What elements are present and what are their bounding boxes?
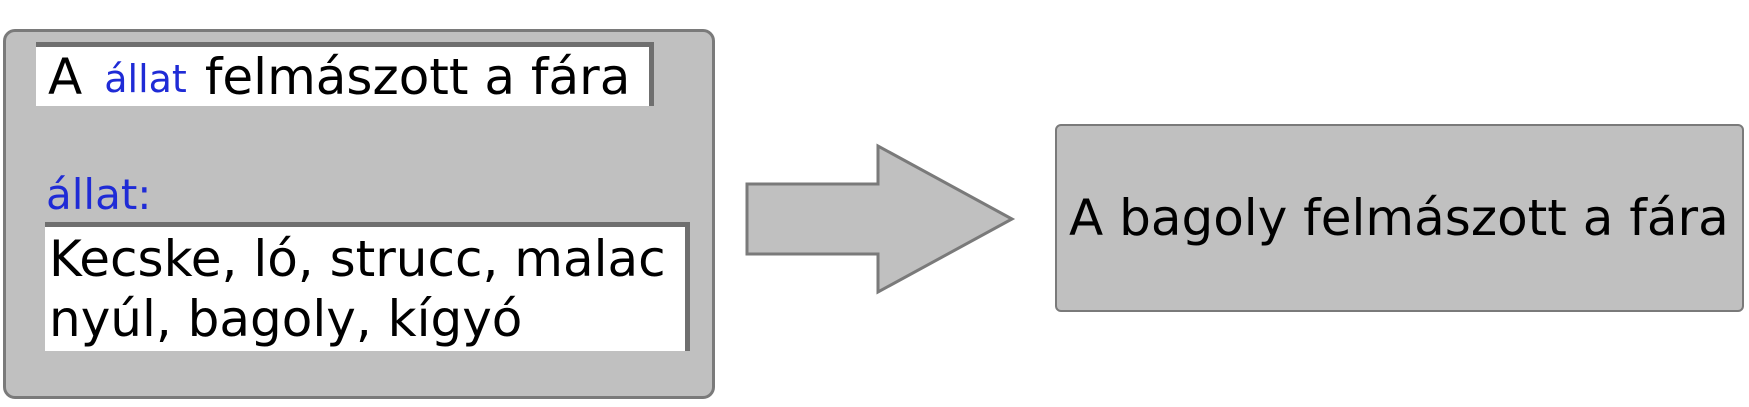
options-line-1: Kecske, ló, strucc, malac bbox=[49, 230, 666, 288]
variable-label: állat: bbox=[46, 170, 152, 219]
result-box: A bagoly felmászott a fára bbox=[1055, 124, 1744, 312]
right-arrow-icon bbox=[745, 143, 1016, 295]
variable-options-box: Kecske, ló, strucc, malac nyúl, bagoly, … bbox=[45, 222, 690, 351]
template-sentence-box: A állat felmászott a fára bbox=[36, 42, 654, 106]
arrow-shape bbox=[745, 143, 1016, 295]
template-suffix: felmászott a fára bbox=[204, 47, 631, 106]
template-panel: A állat felmászott a fára állat: Kecske,… bbox=[3, 29, 715, 399]
template-prefix: A bbox=[48, 47, 83, 106]
options-line-2: nyúl, bagoly, kígyó bbox=[49, 290, 523, 348]
result-sentence: A bagoly felmászott a fára bbox=[1069, 189, 1729, 247]
template-variable-slot: állat bbox=[104, 56, 187, 101]
